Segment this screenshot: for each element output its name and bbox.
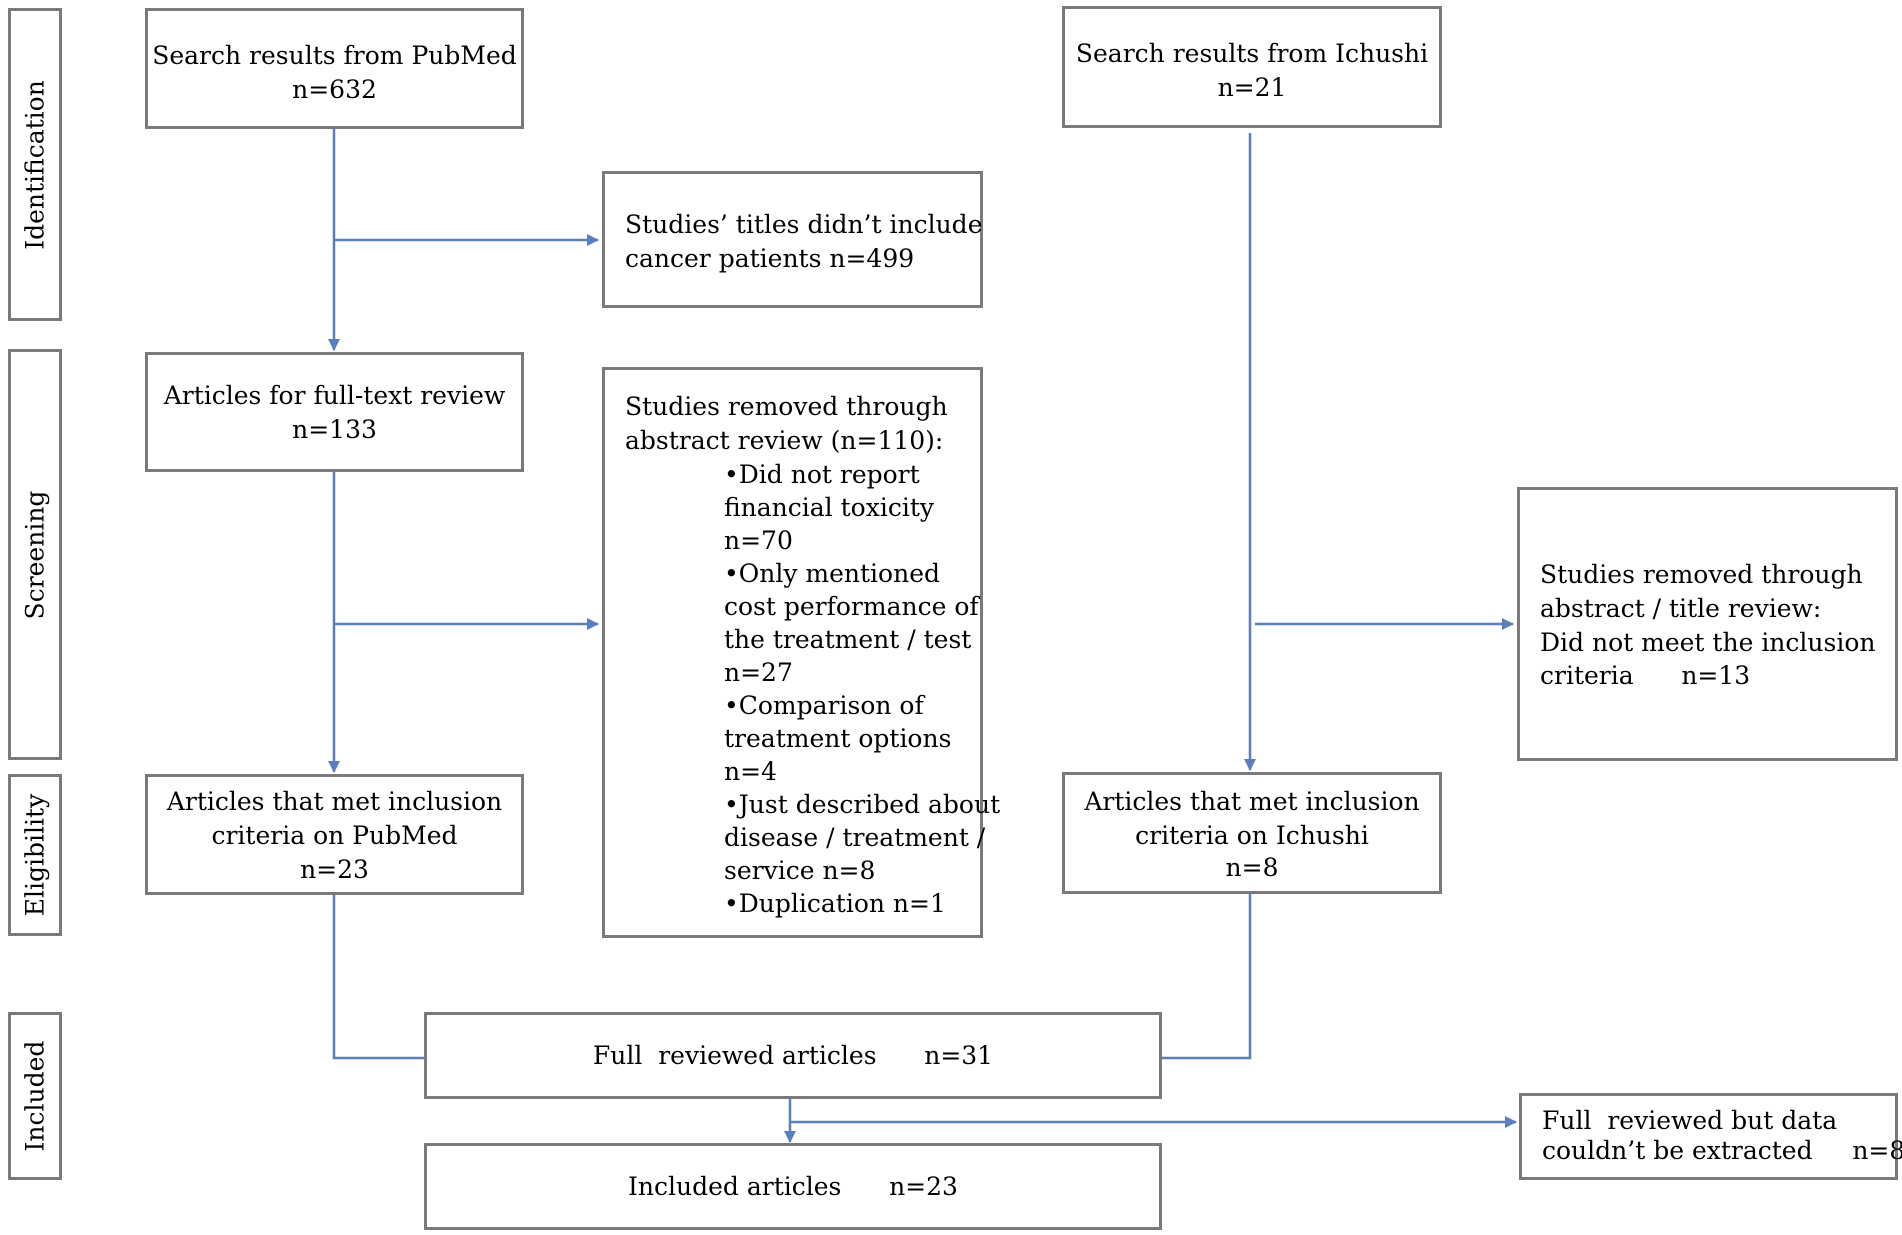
full-reviewed-box: Full reviewed articles n=31 xyxy=(424,1012,1162,1099)
ichushi-search-box: Search results from Ichushi n=21 xyxy=(1062,6,1442,128)
abstract-removed-line1: Studies removed through xyxy=(625,392,948,421)
pubmed-eligible-count: n=23 xyxy=(300,855,369,884)
pubmed-search-count: n=632 xyxy=(292,75,377,104)
abstract-removed-item: •Did not report xyxy=(724,460,920,489)
pubmed-search-box: Search results from PubMed n=632 xyxy=(145,8,524,129)
abstract-removed-item: n=4 xyxy=(724,757,777,786)
stage-included: Included xyxy=(8,1012,62,1180)
abstract-removed-box: Studies removed through abstract review … xyxy=(602,367,1000,938)
ichushi-removed-line2: abstract / title review: xyxy=(1540,594,1822,623)
fulltext-review-box: Articles for full-text review n=133 xyxy=(145,352,524,472)
ichushi-removed-box: Studies removed through abstract / title… xyxy=(1517,487,1898,761)
ichushi-search-title: Search results from Ichushi xyxy=(1075,39,1429,68)
stage-identification: Identification xyxy=(8,8,62,321)
abstract-removed-item: the treatment / test xyxy=(724,625,972,654)
abstract-removed-item: •Just described about xyxy=(724,790,1001,819)
abstract-removed-item: service n=8 xyxy=(724,856,876,885)
abstract-removed-item: •Only mentioned xyxy=(724,559,941,588)
pubmed-eligible-line1: Articles that met inclusion xyxy=(166,787,503,816)
abstract-removed-item: treatment options xyxy=(724,724,952,753)
titles-excluded-line1: Studies’ titles didn’t include xyxy=(625,210,983,239)
abstract-removed-item: disease / treatment / xyxy=(724,823,986,852)
abstract-removed-item: n=27 xyxy=(724,658,793,687)
abstract-removed-line2: abstract review (n=110): xyxy=(625,426,944,455)
fulltext-review-title: Articles for full-text review xyxy=(163,381,506,410)
titles-excluded-line2: cancer patients n=499 xyxy=(625,244,915,273)
included-articles-box: Included articles n=23 xyxy=(424,1143,1162,1230)
pubmed-eligible-line2: criteria on PubMed xyxy=(211,821,458,850)
ichushi-removed-line3: Did not meet the inclusion xyxy=(1540,628,1876,657)
pubmed-eligible-box: Articles that met inclusion criteria on … xyxy=(145,774,524,895)
ichushi-removed-line1: Studies removed through xyxy=(1540,560,1863,589)
stage-eligibility: Eligibility xyxy=(8,774,62,936)
titles-excluded-box: Studies’ titles didn’t include cancer pa… xyxy=(602,171,983,308)
pubmed-search-title: Search results from PubMed xyxy=(152,41,517,70)
abstract-removed-item: financial toxicity xyxy=(724,493,934,522)
ichushi-eligible-count: n=8 xyxy=(1225,853,1279,882)
abstract-removed-item: n=70 xyxy=(724,526,793,555)
ichushi-eligible-line1: Articles that met inclusion xyxy=(1084,787,1420,816)
stage-eligibility-label: Eligibility xyxy=(20,793,50,917)
not-extracted-line2: couldn’t be extracted n=8 xyxy=(1542,1136,1902,1165)
stage-identification-label: Identification xyxy=(20,79,50,250)
ichushi-removed-line4: criteria n=13 xyxy=(1540,661,1751,690)
stage-screening-label: Screening xyxy=(20,490,50,619)
stage-included-label: Included xyxy=(20,1040,50,1152)
stage-screening: Screening xyxy=(8,349,62,760)
ichushi-eligible-box: Articles that met inclusion criteria on … xyxy=(1062,772,1442,894)
connector-ichushi-to-full xyxy=(1160,893,1252,1060)
abstract-removed-item: cost performance of xyxy=(724,592,979,621)
not-extracted-line1: Full reviewed but data xyxy=(1542,1106,1838,1135)
abstract-removed-item: •Comparison of xyxy=(724,691,924,720)
abstract-removed-item: •Duplication n=1 xyxy=(724,889,946,918)
ichushi-search-count: n=21 xyxy=(1217,73,1287,102)
included-articles-text: Included articles n=23 xyxy=(628,1172,958,1201)
connector-pubmed-to-full xyxy=(332,893,424,1060)
ichushi-eligible-line2: criteria on Ichushi xyxy=(1135,821,1369,850)
not-extracted-box: Full reviewed but data couldn’t be extra… xyxy=(1519,1093,1902,1180)
full-reviewed-text: Full reviewed articles n=31 xyxy=(592,1041,994,1070)
fulltext-review-count: n=133 xyxy=(292,415,377,444)
